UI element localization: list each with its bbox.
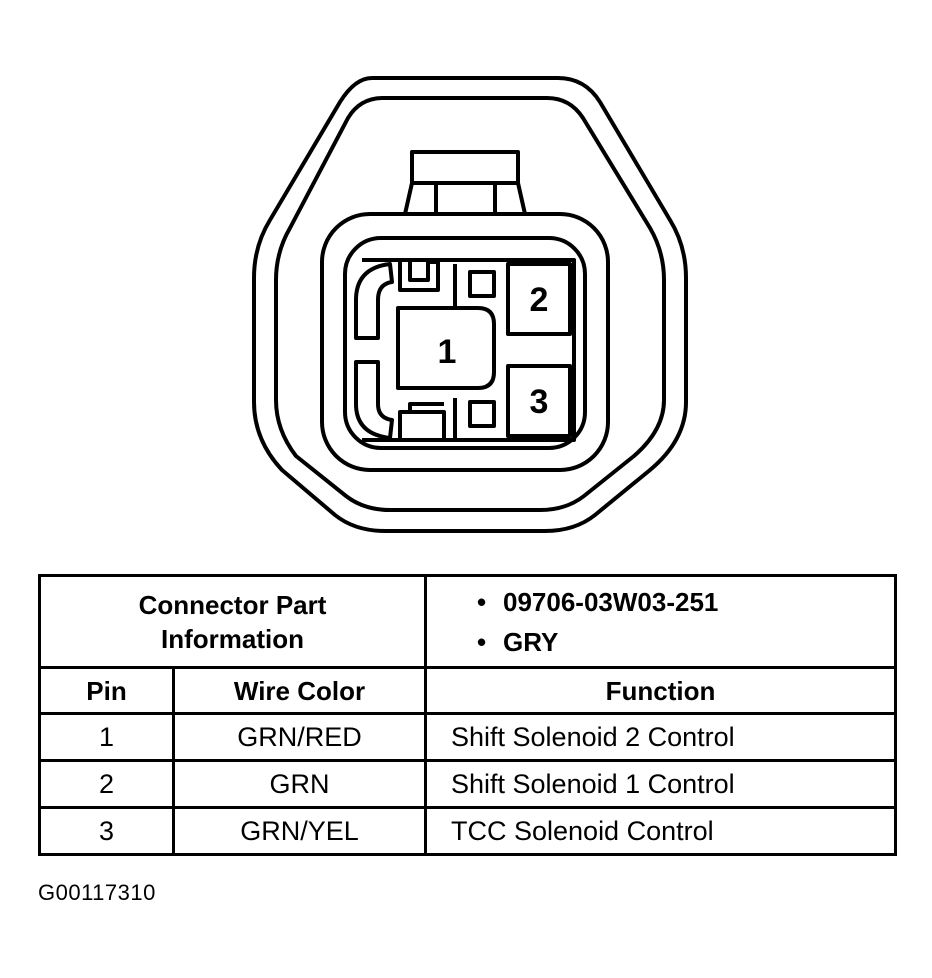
- bullet-icon: •: [477, 586, 487, 617]
- wire-color-cell: GRN/YEL: [172, 806, 427, 856]
- bullet-icon: •: [477, 626, 487, 657]
- header-function: Function: [424, 666, 897, 715]
- pin-number-cell: 2: [38, 759, 175, 809]
- connector-outer-housing-inner-edge: [274, 96, 666, 512]
- pin-number-cell: 1: [38, 712, 175, 762]
- pin-1-label: 1: [438, 333, 457, 371]
- header-pin: Pin: [38, 666, 175, 715]
- pin-3-cavity: [506, 364, 572, 438]
- table-header-row: Pin Wire Color Function: [38, 666, 897, 715]
- table-row: 2 GRN Shift Solenoid 1 Control: [38, 759, 897, 809]
- header-wire-color: Wire Color: [172, 666, 427, 715]
- function-cell: TCC Solenoid Control: [424, 806, 897, 856]
- connector-pinout-table: Connector Part Information • 09706-03W03-…: [38, 574, 897, 856]
- connector-locking-tab-base: [403, 182, 527, 216]
- function-cell: Shift Solenoid 1 Control: [424, 759, 897, 809]
- connector-locking-tab: [410, 150, 520, 185]
- connector-inner-housing: [320, 212, 610, 472]
- part-info-label-cell: Connector Part Information: [38, 574, 427, 669]
- connector-color-item: • GRY: [477, 622, 894, 662]
- table-row: 1 GRN/RED Shift Solenoid 2 Control: [38, 712, 897, 762]
- wire-color-cell: GRN: [172, 759, 427, 809]
- pin-2-cavity: [506, 262, 572, 336]
- wire-color-cell: GRN/RED: [172, 712, 427, 762]
- lower-small-square: [468, 400, 496, 428]
- connector-outer-housing: [252, 76, 688, 533]
- pin-2-label: 2: [530, 281, 549, 319]
- lower-latch-detail: [398, 402, 446, 438]
- left-latch-lower: [354, 360, 394, 440]
- function-cell: Shift Solenoid 2 Control: [424, 712, 897, 762]
- upper-latch-detail: [398, 260, 440, 292]
- figure-id-label: G00117310: [38, 880, 156, 905]
- connector-face-diagram: 1 2 3: [252, 76, 688, 533]
- left-latch-upper: [354, 262, 394, 340]
- pin-number-cell: 3: [38, 806, 175, 856]
- table-row: 3 GRN/YEL TCC Solenoid Control: [38, 806, 897, 856]
- connector-inner-housing-lip: [343, 236, 587, 450]
- part-info-label-line1: Connector Part: [138, 589, 327, 620]
- part-number-item: • 09706-03W03-251: [477, 582, 894, 622]
- part-info-values-cell: • 09706-03W03-251 • GRY: [424, 574, 897, 669]
- upper-small-square: [468, 270, 496, 298]
- part-info-label-line2: Information: [161, 623, 304, 654]
- pin-3-label: 3: [530, 383, 549, 421]
- terminal-cavity-frame: [362, 258, 576, 442]
- pin-1-cavity: [396, 306, 496, 390]
- table-part-info-row: Connector Part Information • 09706-03W03-…: [38, 574, 897, 669]
- part-number: 09706-03W03-251: [503, 586, 719, 617]
- connector-color: GRY: [503, 626, 559, 657]
